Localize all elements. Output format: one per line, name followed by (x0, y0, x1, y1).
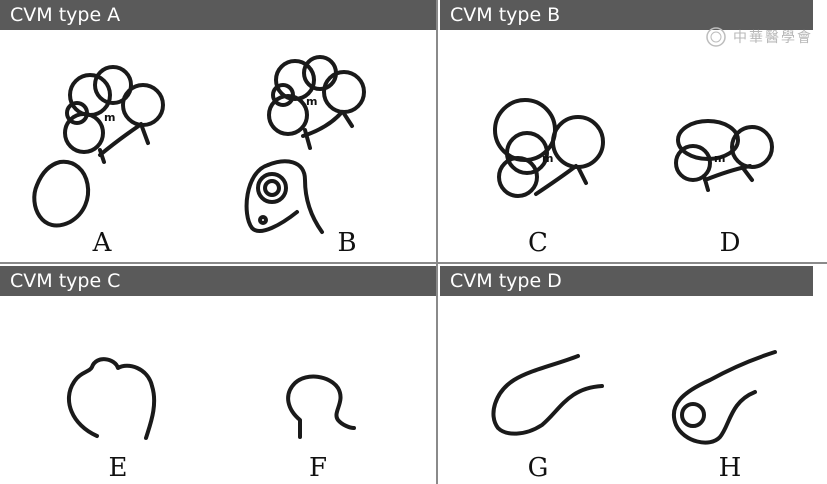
figure-a-loop (32, 159, 90, 228)
panel-header: CVM type A (0, 0, 436, 30)
figure-label-b: B (337, 228, 357, 258)
figure-label-g: G (527, 453, 549, 483)
mass-label-c: m (542, 152, 553, 165)
figure-b-hook (244, 159, 324, 234)
figure-g-pouch (491, 354, 604, 436)
panel-type-c: CVM type C (0, 266, 436, 484)
seal-icon (706, 27, 726, 47)
panel-header: CVM type B (440, 0, 813, 30)
figure-label-d: D (719, 228, 741, 258)
figure-label-c: C (528, 228, 548, 258)
figure-label-e: E (108, 453, 128, 483)
figure-b-cluster (267, 55, 366, 150)
panel-header: CVM type C (0, 266, 436, 296)
horizontal-divider (0, 262, 827, 264)
figure-a-cluster (63, 65, 165, 164)
figure-label-h: H (718, 453, 742, 483)
figure-d-cluster (674, 119, 774, 192)
figure-label-a: A (92, 228, 112, 258)
panel-type-d: CVM type D (440, 266, 827, 484)
panel-header: CVM type D (440, 266, 813, 296)
mass-label-d: m (714, 152, 725, 165)
watermark: 中華醫學會 (705, 26, 813, 48)
figure-e-vessel (67, 357, 157, 440)
figure-h-pouch (671, 350, 777, 445)
figure-label-f: F (308, 453, 328, 483)
mass-label-b: m (306, 95, 317, 108)
vertical-divider (436, 0, 438, 484)
watermark-text: 中華醫學會 (733, 30, 813, 46)
figure-f-vessel (286, 374, 356, 439)
mass-label-a: m (104, 111, 115, 124)
figure-c-cluster (493, 98, 605, 198)
